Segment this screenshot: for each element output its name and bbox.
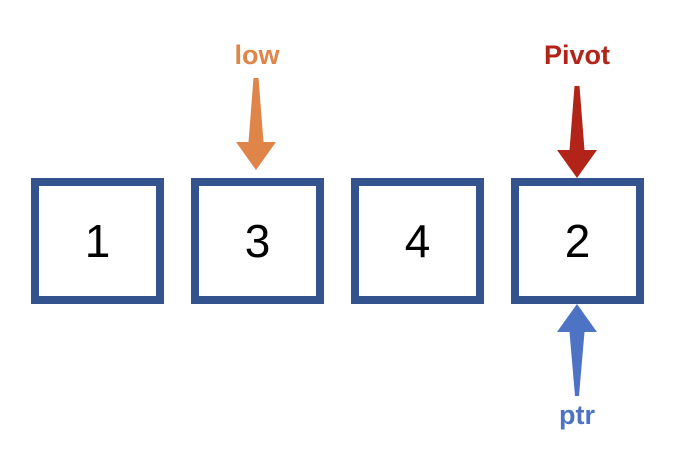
pointer-low-label: low — [234, 40, 280, 70]
array-cell-4: 2 — [511, 178, 644, 304]
up-arrow-icon — [557, 304, 597, 396]
down-arrow-icon — [557, 86, 597, 178]
array-cell-value: 3 — [244, 215, 271, 267]
down-arrow-shape — [236, 78, 276, 170]
down-arrow-shape — [557, 86, 597, 178]
array-cell-3: 4 — [351, 178, 484, 304]
down-arrow-icon — [236, 78, 276, 170]
array-cell-1: 1 — [31, 178, 164, 304]
array-cell-value: 2 — [564, 215, 591, 267]
array-cell-value: 1 — [84, 215, 111, 267]
pointer-ptr-label: ptr — [559, 400, 595, 430]
array-cell-2: 3 — [191, 178, 324, 304]
array-cell-value: 4 — [404, 215, 431, 267]
pointer-pivot-label: Pivot — [543, 40, 610, 70]
up-arrow-shape — [557, 304, 597, 396]
